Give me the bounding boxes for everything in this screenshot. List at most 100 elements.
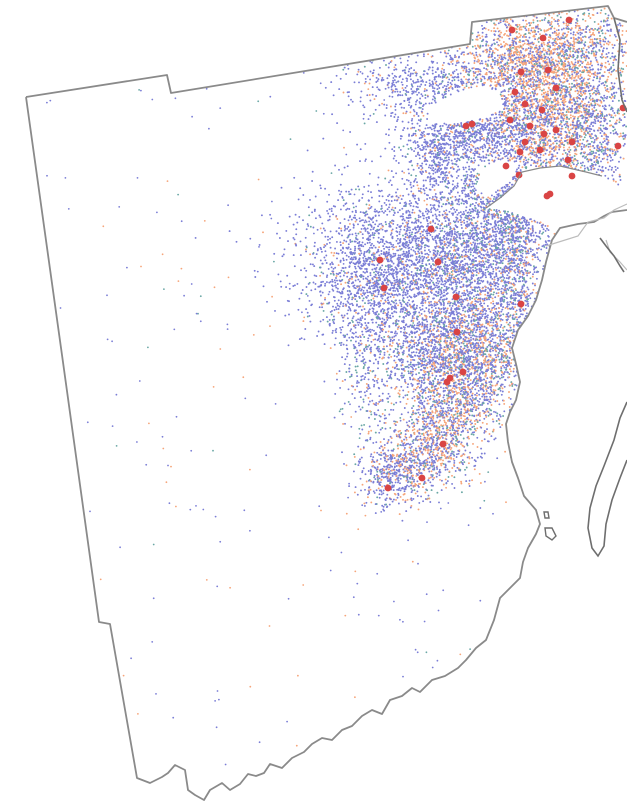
population-dot xyxy=(384,114,387,117)
population-dot xyxy=(428,79,431,82)
population-dot xyxy=(479,70,482,73)
population-dot xyxy=(547,108,549,111)
population-dot xyxy=(364,80,367,83)
population-dot xyxy=(451,162,454,165)
population-dot xyxy=(500,46,502,49)
population-dot xyxy=(524,85,527,88)
population-dot xyxy=(512,42,515,45)
population-dot xyxy=(523,108,526,111)
population-dot xyxy=(332,94,335,97)
population-dot xyxy=(404,112,407,115)
population-dot xyxy=(470,157,473,160)
population-dot xyxy=(393,150,396,152)
population-dot xyxy=(554,40,557,43)
population-dot xyxy=(388,95,391,98)
population-dot xyxy=(557,29,560,31)
population-dot xyxy=(544,102,547,105)
population-dot xyxy=(512,108,515,111)
population-dot xyxy=(551,31,554,34)
population-dot xyxy=(556,74,559,77)
population-dot xyxy=(573,65,576,68)
population-dot xyxy=(407,97,410,100)
population-dot xyxy=(435,80,438,83)
population-dot xyxy=(537,134,540,137)
population-dot xyxy=(556,100,559,103)
population-dot xyxy=(578,36,581,39)
population-dot xyxy=(591,38,594,41)
population-dot xyxy=(528,60,531,63)
population-dot xyxy=(442,149,445,152)
population-dot xyxy=(557,77,560,80)
population-dot xyxy=(537,77,540,80)
population-dot xyxy=(528,24,531,27)
population-dot xyxy=(592,14,595,17)
population-dot xyxy=(491,137,494,140)
population-dot xyxy=(519,141,522,143)
population-dot xyxy=(435,146,438,149)
population-dot xyxy=(488,53,491,56)
population-dot xyxy=(504,210,507,213)
population-dot xyxy=(564,85,567,88)
population-dot xyxy=(541,50,544,53)
population-dot xyxy=(470,160,473,163)
population-dot xyxy=(504,139,506,142)
population-dot xyxy=(579,27,581,30)
population-dot xyxy=(505,30,508,32)
population-dot xyxy=(569,32,572,35)
population-dot xyxy=(543,29,546,32)
population-dot xyxy=(510,155,513,157)
population-dot xyxy=(486,125,488,128)
population-dot xyxy=(559,134,562,137)
population-dot xyxy=(445,76,448,79)
population-dot xyxy=(524,27,527,30)
population-dot xyxy=(592,43,594,46)
population-dot xyxy=(504,74,507,77)
population-dot xyxy=(505,96,507,99)
population-dot xyxy=(445,177,448,179)
population-dot xyxy=(610,73,613,76)
population-dot xyxy=(539,159,542,162)
population-dot xyxy=(460,134,463,137)
population-dot xyxy=(558,53,561,56)
population-dot xyxy=(475,125,478,128)
population-dot xyxy=(474,44,477,47)
population-dot xyxy=(361,72,364,75)
population-dot xyxy=(530,159,533,162)
population-dot xyxy=(553,112,556,115)
population-dot xyxy=(411,164,414,167)
population-dot xyxy=(489,119,492,122)
population-dot xyxy=(523,123,526,126)
population-dot xyxy=(471,139,474,142)
population-dot xyxy=(454,131,457,134)
population-dot xyxy=(423,70,426,73)
population-dot xyxy=(472,190,475,192)
population-dot xyxy=(580,114,583,117)
population-dot xyxy=(504,143,507,146)
population-dot xyxy=(542,47,545,50)
population-dot xyxy=(542,124,544,127)
population-dot xyxy=(470,82,472,85)
population-dot xyxy=(582,18,584,21)
population-dot xyxy=(420,93,423,96)
population-dot xyxy=(577,50,580,53)
population-dot xyxy=(482,38,485,41)
population-dot xyxy=(416,181,418,184)
population-dot xyxy=(523,42,526,45)
population-dot xyxy=(503,153,506,155)
population-dot xyxy=(558,62,561,65)
population-dot xyxy=(581,142,584,145)
population-dot xyxy=(530,22,533,24)
population-dot xyxy=(463,140,466,143)
population-dot xyxy=(529,92,532,94)
population-dot xyxy=(357,68,360,71)
population-dot xyxy=(534,69,537,72)
population-dot xyxy=(438,87,441,89)
population-dot xyxy=(370,61,373,64)
population-dot xyxy=(568,92,571,95)
population-dot xyxy=(532,59,535,62)
population-dot xyxy=(549,36,552,39)
population-dot xyxy=(402,89,405,92)
population-dot xyxy=(408,160,411,163)
population-dot xyxy=(458,125,461,128)
population-dot xyxy=(533,154,536,157)
